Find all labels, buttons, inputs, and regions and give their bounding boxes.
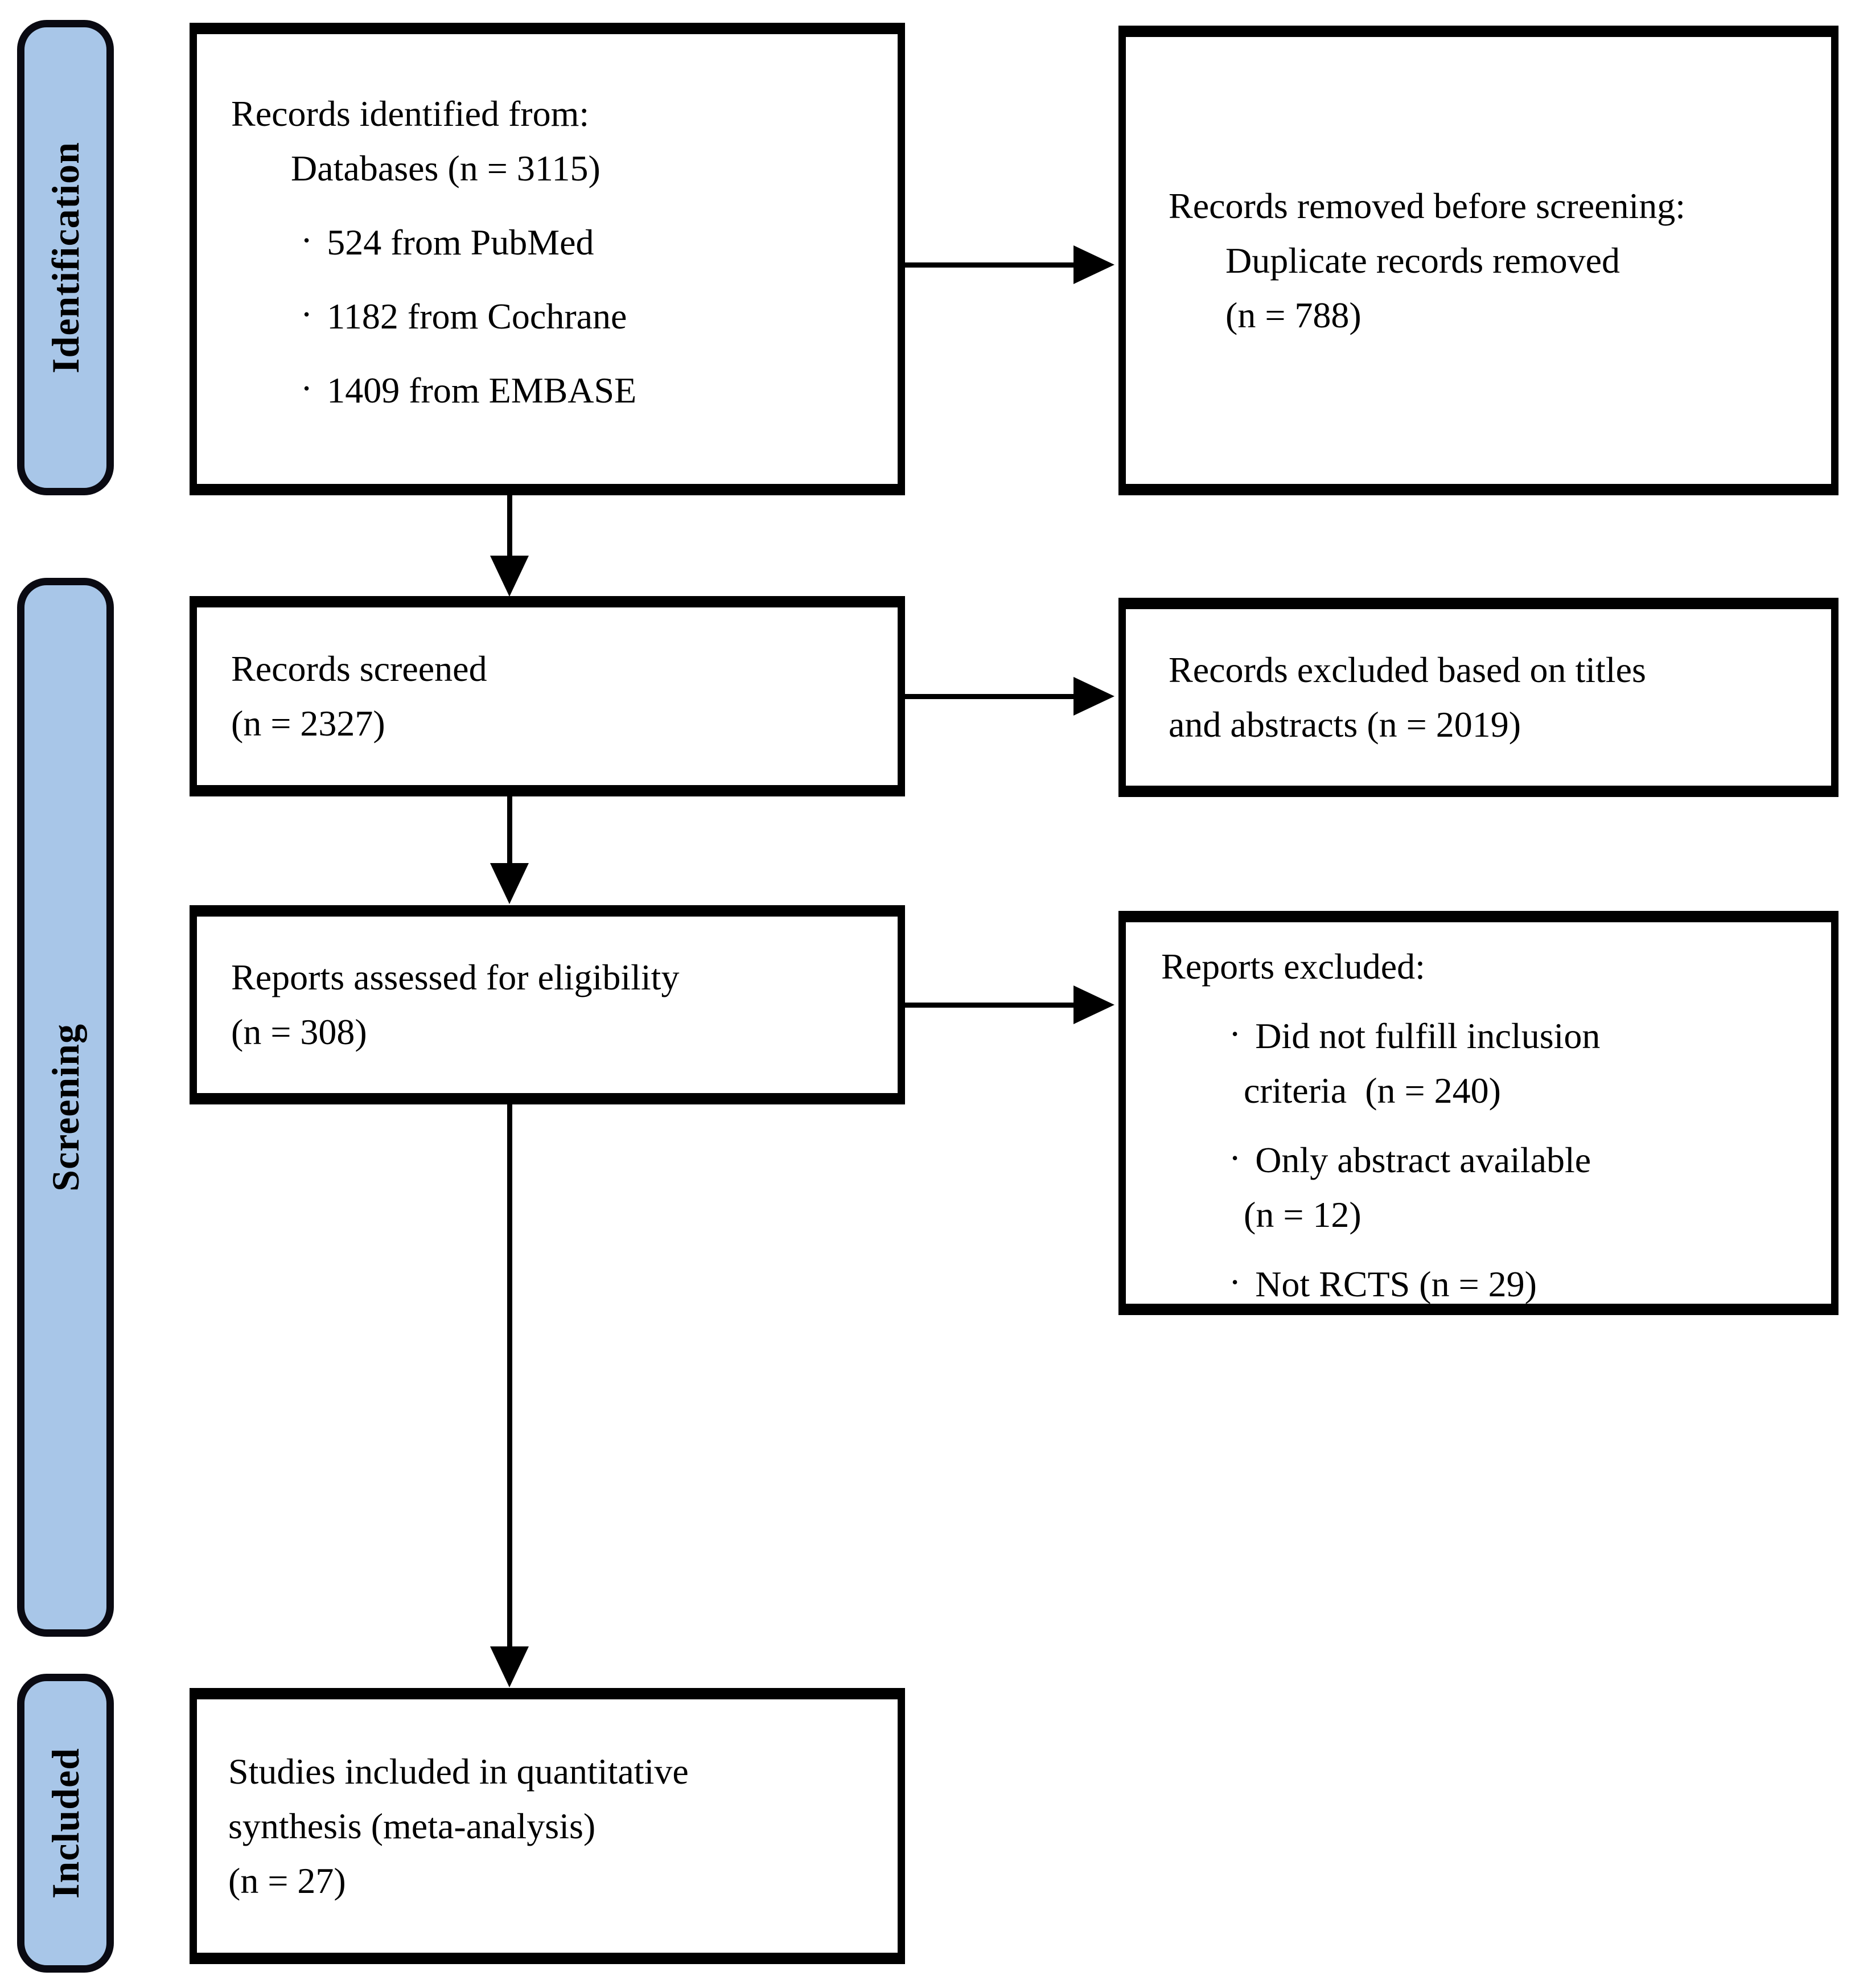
bullet-dot-icon: • (1232, 1024, 1239, 1044)
records-identified-line1: Records identified from: (231, 93, 590, 134)
bullet-dot-icon: • (1232, 1272, 1239, 1292)
bullet-dot-icon: • (303, 230, 310, 250)
bullet-text-cochrane: 1182 from Cochrane (327, 296, 627, 336)
arrowhead-right-icon (1073, 245, 1114, 284)
stage-screening-label: Screening (43, 1023, 87, 1192)
reports-assessed-count: (n = 308) (231, 1012, 367, 1052)
reports-excluded-title: Reports excluded: (1161, 946, 1425, 987)
stage-screening: Screening (17, 578, 114, 1637)
box-reports-assessed: Reports assessed for eligibility (n = 30… (190, 905, 905, 1104)
reports-assessed-line1: Reports assessed for eligibility (231, 957, 680, 997)
box-records-screened: Records screened (n = 2327) (190, 596, 905, 796)
bullet-text-embase: 1409 from EMBASE (327, 370, 637, 410)
bullet-dot-icon: • (303, 304, 310, 325)
arrowhead-right-icon (1073, 985, 1114, 1024)
arrow-assessed-to-excluded-line (905, 1003, 1075, 1008)
list-item: • 524 from PubMed (231, 215, 882, 270)
box-studies-included: Studies included in quantitative synthes… (190, 1688, 905, 1964)
excluded-reason-3-line1: Not RCTS (n = 29) (1255, 1264, 1537, 1304)
bullet-dot-icon: • (303, 378, 310, 399)
records-screened-count: (n = 2327) (231, 703, 385, 744)
stage-included: Included (17, 1674, 114, 1973)
arrow-screened-to-excluded-line (905, 694, 1075, 699)
studies-included-line2: synthesis (meta-analysis) (228, 1805, 596, 1846)
box-records-excluded-titles: Records excluded based on titles and abs… (1118, 598, 1838, 797)
list-item: • Only abstract available (n = 12) (1161, 1133, 1811, 1242)
arrow-assessed-to-included-line (507, 1103, 512, 1649)
arrow-screened-to-assessed-line (507, 795, 512, 865)
records-screened-line1: Records screened (231, 648, 487, 689)
records-removed-line1: Records removed before screening: (1169, 185, 1686, 226)
records-identified-line2: Databases (n = 3115) (291, 148, 600, 188)
box-records-identified: Records identified from: Databases (n = … (190, 23, 905, 495)
bullet-dot-icon: • (1232, 1148, 1239, 1168)
stage-identification-label: Identification (43, 142, 87, 373)
studies-included-line1: Studies included in quantitative (228, 1751, 689, 1792)
arrowhead-right-icon (1073, 677, 1114, 716)
list-item: • Not RCTS (n = 29) (1161, 1257, 1811, 1312)
studies-included-count: (n = 27) (228, 1860, 346, 1901)
bullet-text-pubmed: 524 from PubMed (327, 222, 594, 262)
excluded-reason-1-line2: criteria (n = 240) (1244, 1070, 1501, 1111)
arrowhead-down-icon (490, 1646, 529, 1687)
list-item: • Did not fulfill inclusion criteria (n … (1161, 1009, 1811, 1118)
list-item: • 1182 from Cochrane (231, 289, 882, 344)
arrowhead-down-icon (490, 556, 529, 597)
records-removed-line2: Duplicate records removed (1225, 240, 1620, 281)
excluded-reason-2-line2: (n = 12) (1244, 1194, 1362, 1235)
records-excluded-line1: Records excluded based on titles (1169, 650, 1646, 690)
list-item: • 1409 from EMBASE (231, 363, 882, 418)
arrow-identified-to-screened-line (507, 494, 512, 558)
stage-included-label: Included (43, 1748, 87, 1899)
box-reports-excluded: Reports excluded: • Did not fulfill incl… (1118, 911, 1838, 1315)
records-removed-count: (n = 788) (1225, 294, 1362, 335)
box-records-removed: Records removed before screening: Duplic… (1118, 26, 1838, 495)
arrowhead-down-icon (490, 863, 529, 904)
records-excluded-line2: and abstracts (n = 2019) (1169, 704, 1521, 745)
arrow-identified-to-removed-line (905, 262, 1075, 268)
stage-identification: Identification (17, 20, 114, 495)
excluded-reason-2-line1: Only abstract available (1255, 1140, 1591, 1180)
excluded-reason-1-line1: Did not fulfill inclusion (1255, 1016, 1601, 1056)
